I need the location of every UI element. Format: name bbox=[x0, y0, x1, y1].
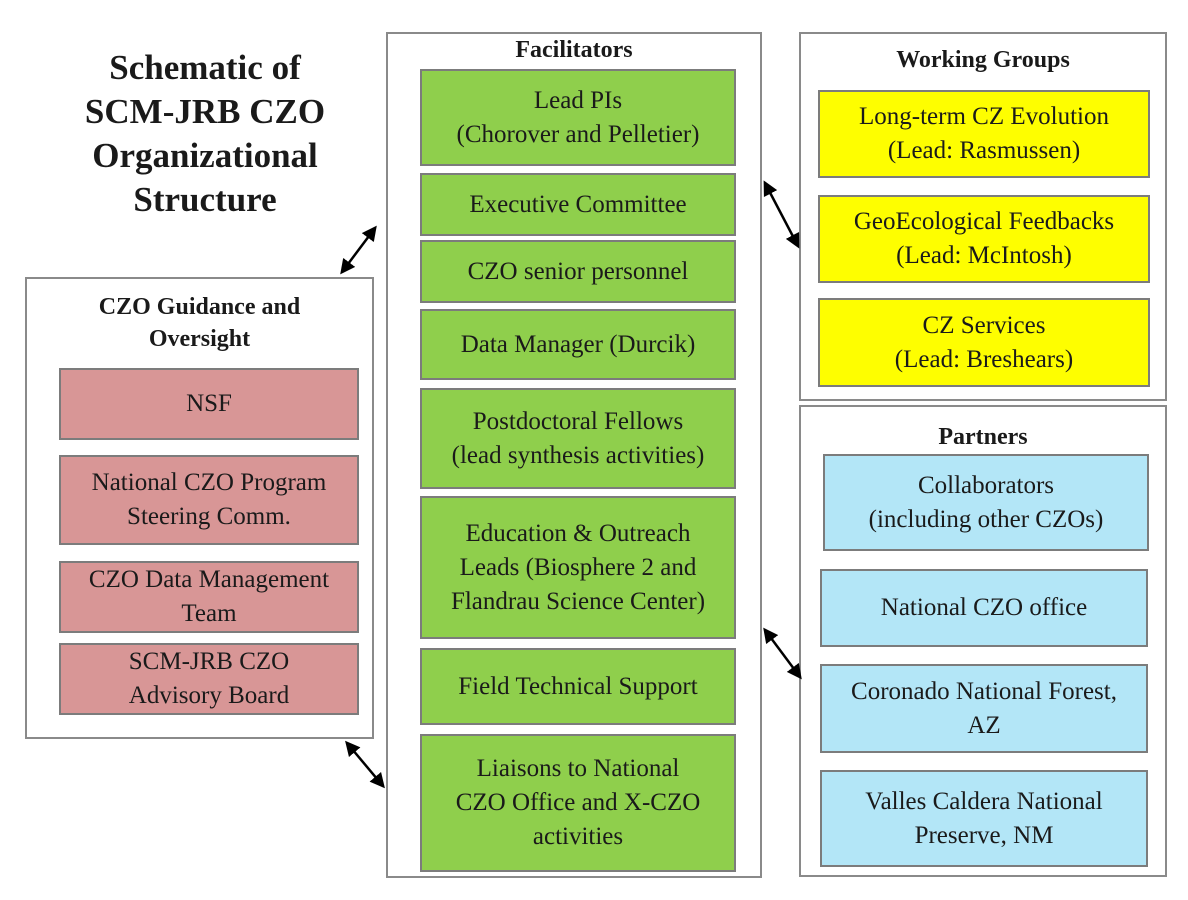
box-label: National CZO office bbox=[880, 594, 1088, 621]
partner-box-valles-caldera: Valles Caldera National Preserve, NM bbox=[820, 770, 1148, 867]
working-groups-panel-header: Working Groups bbox=[896, 47, 1070, 73]
box-label: (including other CZOs) bbox=[868, 505, 1104, 533]
box-label: Valles Caldera National bbox=[865, 787, 1103, 815]
arrow-facilitators-partners bbox=[763, 627, 802, 680]
box-label: Data Manager (Durcik) bbox=[460, 330, 696, 358]
guidance-panel: CZO Guidance and Oversight NSF National … bbox=[25, 277, 374, 739]
box-label: Advisory Board bbox=[128, 682, 290, 709]
guidance-box-advisory-board: SCM-JRB CZO Advisory Board bbox=[59, 643, 359, 715]
guidance-header-line: CZO Guidance and bbox=[98, 294, 301, 320]
diagram-title: Schematic of SCM-JRB CZO Organizational … bbox=[40, 46, 370, 222]
box-label: (Lead: Breshears) bbox=[894, 345, 1074, 373]
box-label: Field Technical Support bbox=[458, 672, 698, 700]
arrow-guidance-facilitators-top bbox=[340, 225, 377, 275]
box-label: NSF bbox=[186, 390, 232, 417]
box-label: Flandrau Science Center) bbox=[450, 587, 706, 615]
working-group-box-cz-services: CZ Services (Lead: Breshears) bbox=[818, 298, 1150, 387]
box-label: CZO senior personnel bbox=[467, 257, 689, 285]
facilitators-panel-header: Facilitators bbox=[515, 37, 633, 63]
box-label: CZO Office and X-CZO bbox=[455, 789, 701, 816]
partners-panel: Partners Collaborators (including other … bbox=[799, 405, 1167, 877]
title-line: Schematic of bbox=[109, 48, 301, 87]
facilitator-box-field-support: Field Technical Support bbox=[420, 648, 736, 725]
facilitators-panel: Facilitators Lead PIs (Chorover and Pell… bbox=[386, 32, 762, 878]
guidance-box-steering-comm: National CZO Program Steering Comm. bbox=[59, 455, 359, 545]
box-label: AZ bbox=[967, 711, 1001, 739]
box-label: Collaborators bbox=[917, 471, 1055, 499]
box-label: SCM-JRB CZO bbox=[128, 648, 290, 675]
box-label: Preserve, NM bbox=[914, 821, 1054, 849]
guidance-panel-header: CZO Guidance and Oversight bbox=[27, 291, 372, 355]
partners-panel-header: Partners bbox=[938, 424, 1028, 450]
box-label: Liaisons to National bbox=[476, 755, 680, 782]
partner-box-collaborators: Collaborators (including other CZOs) bbox=[823, 454, 1149, 551]
box-label: Coronado National Forest, bbox=[851, 677, 1117, 705]
title-line: Organizational bbox=[92, 136, 318, 175]
partner-box-national-office: National CZO office bbox=[820, 569, 1148, 647]
box-label: activities bbox=[532, 823, 624, 850]
facilitator-box-liaisons: Liaisons to National CZO Office and X-CZ… bbox=[420, 734, 736, 872]
box-label: (lead synthesis activities) bbox=[451, 441, 705, 469]
title-line: SCM-JRB CZO bbox=[84, 92, 326, 131]
partner-box-coronado: Coronado National Forest, AZ bbox=[820, 664, 1148, 753]
box-label: (Chorover and Pelletier) bbox=[456, 120, 700, 148]
box-label: National CZO Program bbox=[91, 469, 327, 496]
working-group-box-cz-evolution: Long-term CZ Evolution (Lead: Rasmussen) bbox=[818, 90, 1150, 178]
box-label: Long-term CZ Evolution bbox=[859, 103, 1109, 130]
arrow-guidance-facilitators-bottom bbox=[345, 740, 385, 789]
box-label: Executive Committee bbox=[469, 190, 687, 218]
facilitator-box-senior-personnel: CZO senior personnel bbox=[420, 240, 736, 303]
box-label: CZ Services bbox=[922, 311, 1046, 339]
facilitator-box-lead-pis: Lead PIs (Chorover and Pelletier) bbox=[420, 69, 736, 166]
box-label: Team bbox=[181, 600, 237, 627]
facilitator-box-education-outreach: Education & Outreach Leads (Biosphere 2 … bbox=[420, 496, 736, 639]
box-label: Postdoctoral Fellows bbox=[472, 407, 684, 435]
working-group-box-geoecological: GeoEcological Feedbacks (Lead: McIntosh) bbox=[818, 195, 1150, 283]
box-label: GeoEcological Feedbacks bbox=[853, 208, 1115, 235]
guidance-box-data-management: CZO Data Management Team bbox=[59, 561, 359, 633]
facilitator-box-executive-committee: Executive Committee bbox=[420, 173, 736, 236]
box-label: CZO Data Management bbox=[88, 566, 330, 593]
working-groups-panel: Working Groups Long-term CZ Evolution (L… bbox=[799, 32, 1167, 401]
guidance-header-line: Oversight bbox=[148, 326, 251, 352]
box-label: Steering Comm. bbox=[127, 503, 291, 530]
facilitator-box-postdocs: Postdoctoral Fellows (lead synthesis act… bbox=[420, 388, 736, 489]
box-label: (Lead: Rasmussen) bbox=[887, 137, 1081, 164]
title-line: Structure bbox=[133, 180, 277, 219]
arrow-facilitators-working-groups bbox=[763, 180, 800, 249]
box-label: Lead PIs bbox=[533, 86, 623, 114]
box-label: Education & Outreach bbox=[465, 519, 691, 547]
box-label: Leads (Biosphere 2 and bbox=[459, 553, 697, 581]
box-label: (Lead: McIntosh) bbox=[896, 242, 1072, 269]
facilitator-box-data-manager: Data Manager (Durcik) bbox=[420, 309, 736, 380]
guidance-box-nsf: NSF bbox=[59, 368, 359, 440]
